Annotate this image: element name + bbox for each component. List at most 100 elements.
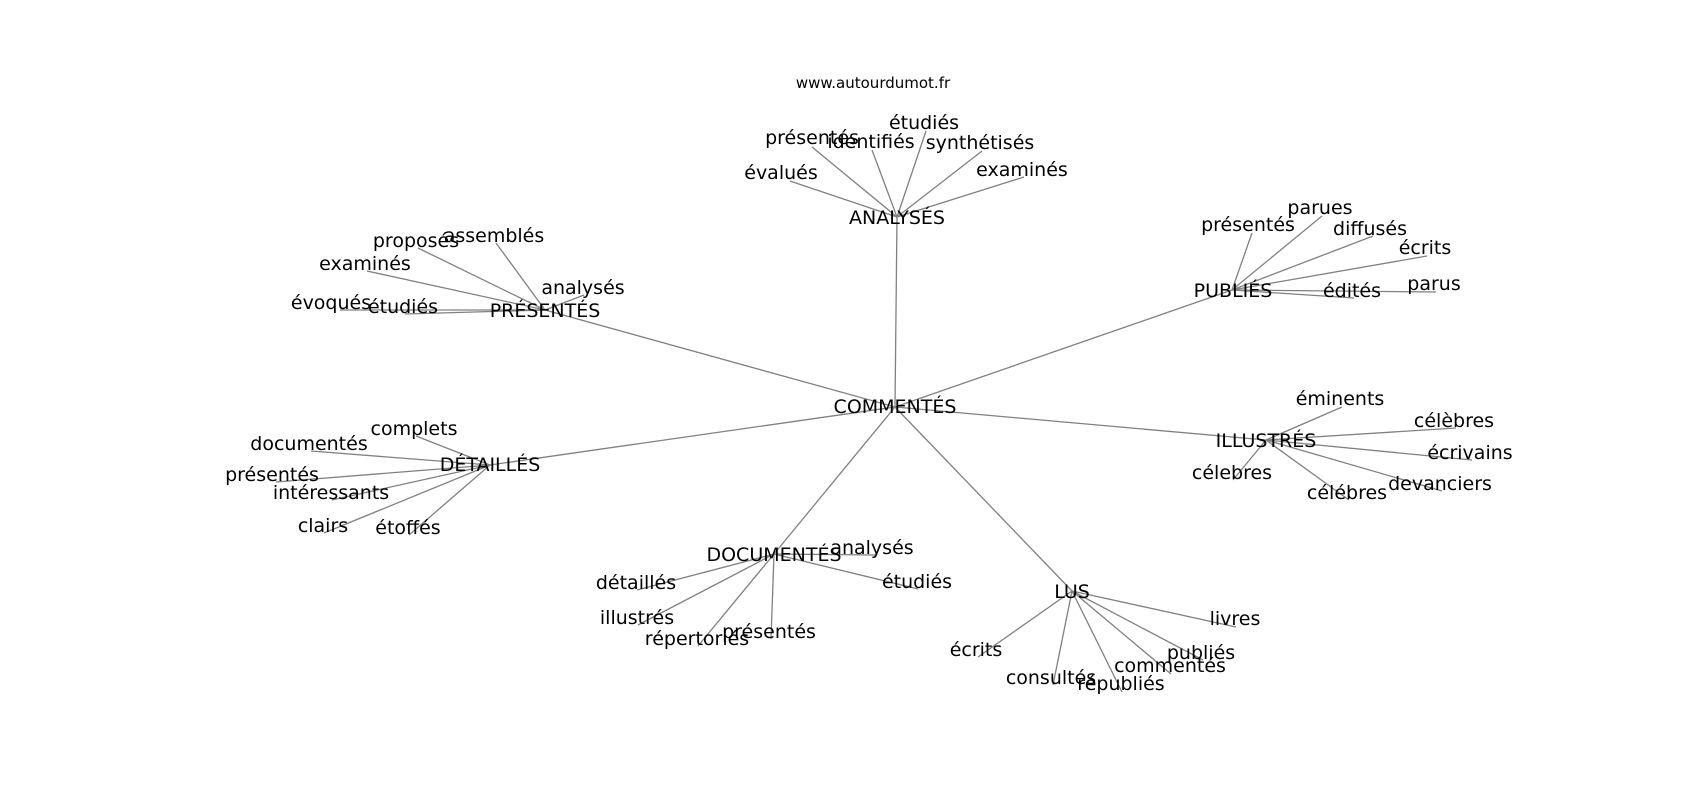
center-hub-edge [894, 406, 1073, 592]
leaf-word: célèbres [1414, 410, 1494, 432]
hub-leaf-edge [1231, 232, 1253, 291]
leaf-word: examinés [319, 253, 411, 275]
hub-leaf-edge [636, 553, 775, 591]
hub-word: PRÉSENTÉS [490, 299, 601, 322]
leaf-word: écrits [950, 639, 1003, 661]
hub-leaf-edge [770, 553, 775, 640]
leaf-word: illustrés [600, 607, 674, 629]
hub-leaf-edge [896, 130, 927, 218]
hub-leaf-edge [1071, 590, 1237, 628]
hub-leaf-edge [773, 553, 877, 556]
leaf-word: consultés [1006, 667, 1096, 689]
leaf-word: évalués [744, 162, 818, 184]
leaf-word: livres [1210, 608, 1261, 630]
hub-word: DÉTAILLÉS [440, 453, 541, 476]
hub-leaf-edge [1265, 427, 1457, 441]
leaf-word: intéressants [273, 482, 389, 504]
hub-leaf-edge [896, 150, 983, 218]
leaf-word: diffusés [1333, 218, 1407, 240]
leaf-word: présentés [722, 621, 816, 643]
hub-leaf-edge [1052, 590, 1073, 686]
hub-leaf-edge [896, 176, 1025, 218]
hub-leaf-edge [773, 553, 919, 590]
leaf-word: analysés [830, 537, 913, 559]
hub-leaf-edge [697, 553, 775, 647]
leaf-word: étudiés [889, 112, 959, 134]
hub-leaf-edge [1071, 590, 1172, 675]
hub-leaf-edge [811, 146, 898, 218]
hub-leaf-edge [366, 270, 546, 311]
leaf-word: examinés [976, 159, 1068, 181]
center-hub-edge [894, 216, 898, 408]
site-watermark: www.autourdumot.fr [796, 74, 951, 92]
hub-word: LUS [1054, 581, 1090, 603]
hub-leaf-edge [1231, 255, 1428, 291]
leaf-word: présentés [765, 127, 859, 149]
hub-leaf-edge [1231, 215, 1323, 291]
hub-leaf-edge [415, 435, 491, 466]
hub-word: PUBLIÉS [1194, 279, 1273, 302]
hub-leaf-edge [310, 450, 491, 466]
hub-leaf-edge [275, 464, 491, 483]
hub-leaf-edge [1265, 439, 1473, 461]
hub-leaf-edge [789, 180, 898, 218]
leaf-word: publiés [1167, 642, 1235, 664]
hub-leaf-edge [1265, 439, 1443, 492]
leaf-word: présentés [1201, 214, 1295, 236]
leaf-word: évoqués [291, 292, 371, 314]
leaf-word: étudiés [368, 296, 438, 318]
hub-leaf-edge [495, 242, 546, 311]
hub-leaf-edge [1265, 439, 1350, 501]
center-hub-edge [544, 309, 896, 408]
leaf-word: présentés [225, 464, 319, 486]
hub-leaf-edge [323, 464, 491, 534]
hub-leaf-edge [1232, 439, 1267, 481]
hub-leaf-edge [1231, 289, 1437, 293]
center-hub-edge [773, 406, 896, 555]
center-word: COMMENTÉS [834, 395, 957, 418]
leaf-word: analysés [541, 277, 624, 299]
hub-leaf-edge [1231, 289, 1355, 299]
leaf-word: commentés [1114, 655, 1226, 677]
hub-leaf-edge [977, 590, 1073, 658]
leaf-word: complets [371, 418, 458, 440]
center-hub-edge [894, 289, 1233, 408]
leaf-word: assemblés [444, 225, 545, 247]
leaf-word: détaillés [596, 572, 676, 594]
leaf-word: devanciers [1388, 473, 1492, 495]
hub-word: ILLUSTRÉS [1216, 429, 1317, 452]
hub-word: ANALYSÉS [849, 206, 945, 229]
hub-leaf-edge [1071, 590, 1123, 693]
center-hub-edge [894, 406, 1267, 441]
leaf-word: répertoriés [645, 628, 749, 650]
hub-leaf-edge [1265, 406, 1343, 441]
hub-leaf-edge [408, 464, 491, 536]
leaf-word: étoffés [375, 517, 440, 539]
hub-leaf-edge [637, 553, 775, 626]
leaf-word: proposés [373, 230, 459, 252]
hub-leaf-edge [404, 309, 546, 315]
leaf-word: célebres [1192, 462, 1272, 484]
leaf-word: documentés [250, 433, 367, 455]
leaf-word: républiés [1077, 673, 1164, 695]
leaf-word: éminents [1296, 388, 1385, 410]
leaf-word: écrits [1399, 237, 1452, 259]
leaf-word: parus [1407, 273, 1460, 295]
leaf-word: édités [1323, 280, 1381, 302]
leaf-word: célébres [1307, 482, 1387, 504]
hub-leaf-edge [1071, 590, 1204, 661]
hub-leaf-edge [417, 247, 546, 311]
labels-layer: www.autourdumot.fr COMMENTÉS présentésid… [225, 74, 1513, 695]
hub-leaf-edge [1231, 235, 1374, 291]
leaf-word: parues [1287, 197, 1352, 219]
leaf-word: identifiés [827, 131, 914, 153]
leaf-word: clairs [298, 515, 348, 537]
hub-leaf-edge [331, 464, 491, 501]
leaf-word: synthétisés [926, 132, 1035, 154]
hub-leaf-edge [544, 294, 585, 311]
hub-word: DOCUMENTÉS [706, 543, 841, 566]
center-hub-edge [489, 406, 896, 466]
leaf-word: écrivains [1427, 442, 1512, 464]
edges-layer [275, 130, 1473, 693]
hub-leaf-edge [871, 149, 898, 218]
